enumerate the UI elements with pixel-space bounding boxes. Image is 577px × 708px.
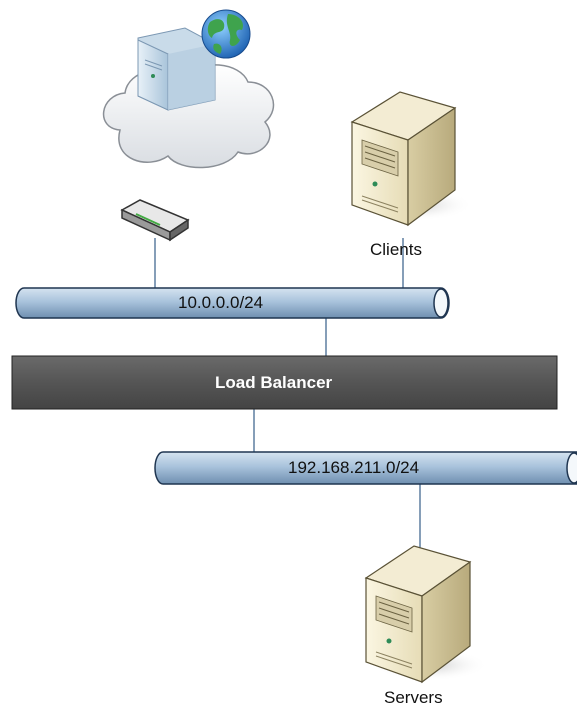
globe-icon [201, 9, 251, 59]
load-balancer-bar [11, 355, 558, 410]
router-icon [120, 199, 190, 242]
public-network-label: 10.0.0.0/24 [178, 293, 264, 312]
servers-label: Servers [384, 688, 443, 707]
clients-label: Clients [370, 240, 422, 259]
private-network-pipe [154, 451, 577, 485]
server-tower-icon [364, 545, 488, 684]
private-network-label: 192.168.211.0/24 [288, 458, 420, 477]
load-balancer-label: Load Balancer [215, 373, 333, 392]
client-tower-icon [350, 91, 473, 227]
public-network-pipe [15, 287, 450, 319]
web-server-icon [137, 27, 216, 111]
